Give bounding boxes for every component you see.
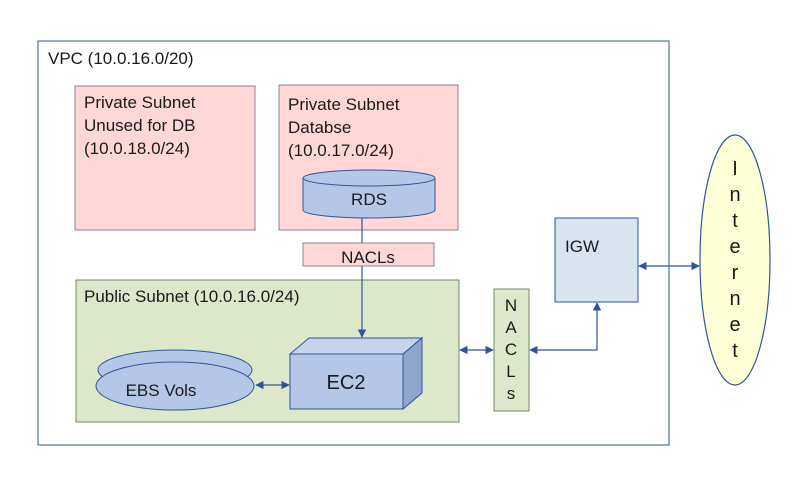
igw-label: IGW [565, 237, 599, 256]
internet-ellipse [699, 134, 771, 386]
nacls-right-letter-2: A [505, 318, 517, 337]
rds-label: RDS [351, 190, 387, 209]
public-subnet-label: Public Subnet (10.0.16.0/24) [84, 287, 299, 306]
internet-letter-8: t [732, 340, 738, 362]
rds-database-icon [302, 169, 436, 219]
nacls-right-letter-4: L [506, 362, 515, 381]
private-subnet-unused-line-1: Private Subnet [84, 93, 196, 112]
internet-letter-2: n [729, 184, 740, 206]
arrow-nacls-igw [529, 302, 602, 355]
private-subnet-unused-box [74, 85, 256, 231]
private-subnet-db-line-1: Private Subnet [288, 95, 400, 114]
nacls-top-label: NACLs [341, 248, 395, 267]
ec2-instance-icon [288, 336, 424, 411]
nacls-right-letter-3: C [505, 340, 517, 359]
private-subnet-db-line-3: (10.0.17.0/24) [288, 141, 394, 160]
internet-letter-5: r [732, 262, 739, 284]
ebs-volumes-icon [95, 349, 255, 411]
internet-letter-6: n [729, 288, 740, 310]
internet-letter-4: e [729, 236, 740, 258]
nacls-right-letter-1: N [505, 296, 517, 315]
vpc-label: VPC (10.0.16.0/20) [48, 49, 194, 68]
nacls-top-box [302, 242, 435, 267]
nacls-right-letter-5: s [507, 384, 516, 403]
internet-letter-1: I [732, 158, 738, 180]
private-subnet-unused-line-2: Unused for DB [84, 116, 196, 135]
private-subnet-db-line-2: Databse [288, 118, 351, 137]
ec2-label: EC2 [327, 372, 366, 394]
internet-letter-7: e [729, 314, 740, 336]
nacls-right-box [493, 288, 530, 412]
private-subnet-unused-line-3: (10.0.18.0/24) [84, 139, 190, 158]
igw-box [554, 217, 639, 303]
internet-letter-3: t [732, 210, 738, 232]
ebs-label: EBS Vols [126, 381, 197, 400]
